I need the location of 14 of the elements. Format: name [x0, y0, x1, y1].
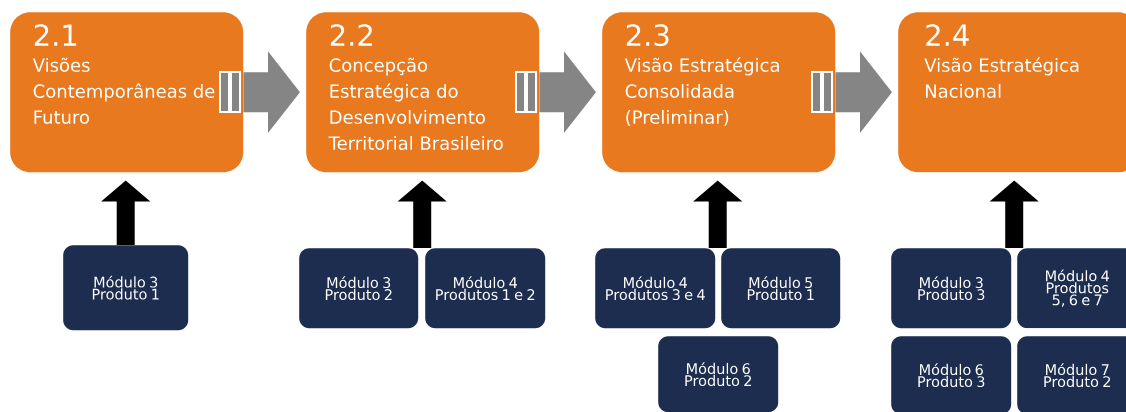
module-box: Módulo 3 Produto 3: [891, 248, 1012, 329]
stage-box: 2.4 Visão Estratégica Nacional: [898, 12, 1126, 173]
module-box: Módulo 3 Produto 2: [299, 248, 419, 329]
stage-box: 2.1 Visões Contemporâneas de Futuro: [10, 12, 244, 173]
module-box: Módulo 4 Produtos 5, 6 e 7: [1017, 248, 1126, 329]
module-box: Módulo 6 Produto 3: [891, 336, 1012, 412]
stage-box: 2.2 Concepção Estratégica do Desenvolvimento Territorial Brasileiro: [306, 12, 540, 173]
module-box: Módulo 5 Produto 1: [721, 248, 841, 329]
module-box: Módulo 6 Produto 2: [658, 336, 779, 412]
stage-box: 2.3 Visão Estratégica Consolidada (Preliminar): [602, 12, 836, 173]
module-box: Módulo 3 Produto 1: [63, 245, 189, 331]
module-box: Módulo 4 Produtos 3 e 4: [595, 248, 716, 329]
module-box: Módulo 4 Produtos 1 e 2: [425, 248, 546, 329]
module-box: Módulo 7 Produto 2: [1017, 336, 1126, 412]
